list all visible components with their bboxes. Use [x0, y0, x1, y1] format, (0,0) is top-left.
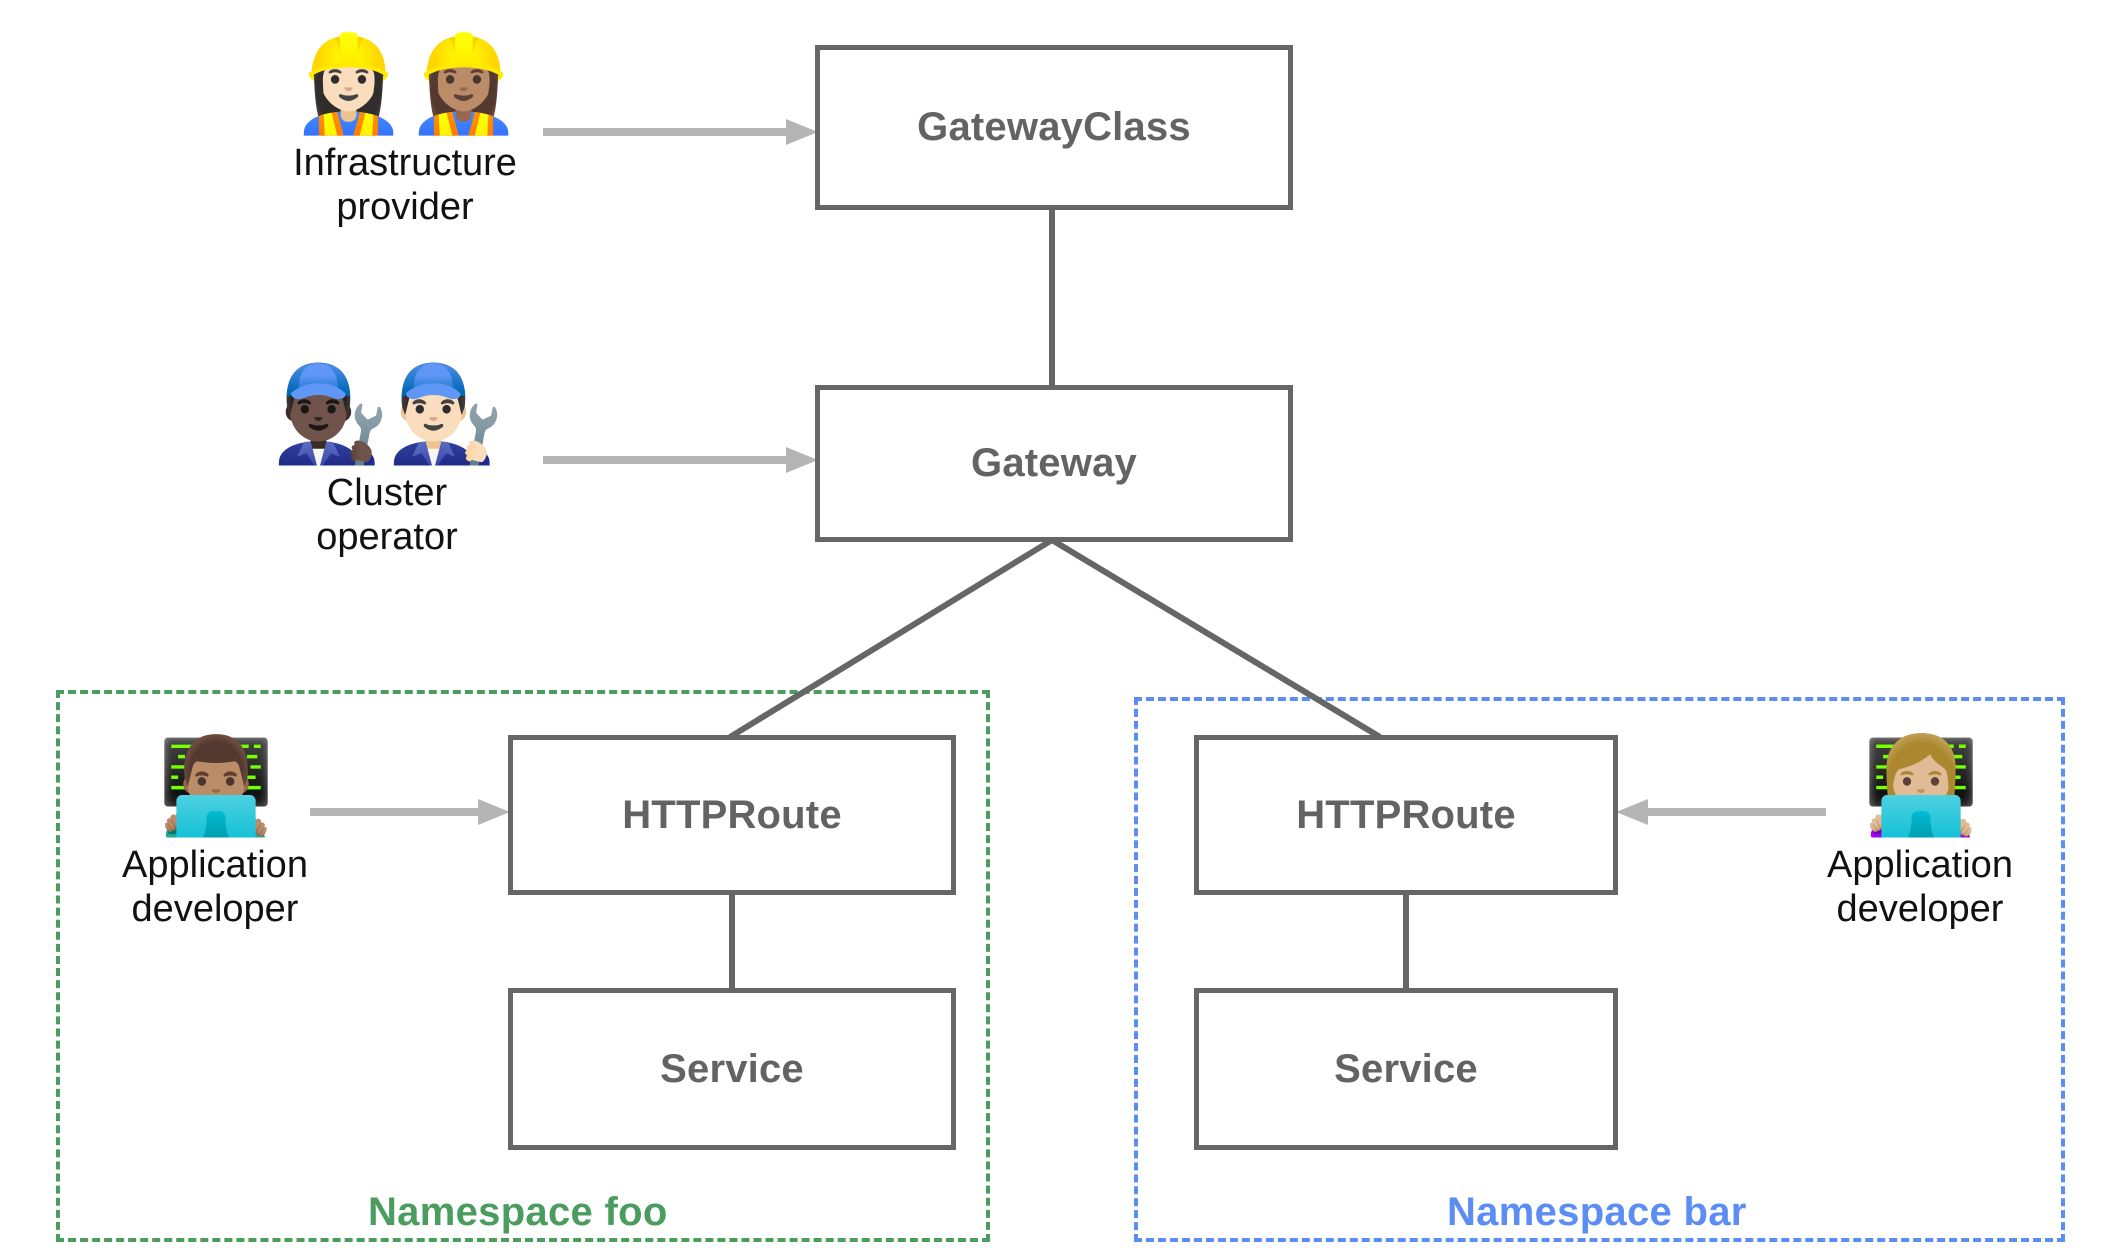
httproute-bar-label: HTTPRoute	[1296, 792, 1516, 837]
arrow-shaft	[543, 128, 790, 136]
woman-technologist-icon: 👩🏼‍💻	[1862, 732, 1979, 841]
woman-construction-worker-icon: 👷🏽‍♀️	[405, 30, 522, 139]
man-mechanic-icon: 👨🏿‍🔧	[271, 360, 389, 469]
arrow-infrastructure-provider-to-gatewayclass	[543, 117, 818, 147]
service-foo-label: Service	[660, 1046, 804, 1091]
application-developer-foo-emojis: 👨🏽‍💻	[157, 732, 274, 841]
arrow-shaft	[1644, 808, 1826, 816]
gatewayclass-box[interactable]: GatewayClass	[815, 45, 1293, 210]
application-developer-bar-emojis: 👩🏼‍💻	[1862, 732, 1979, 841]
namespace-foo-label: Namespace foo	[368, 1190, 668, 1234]
arrow-head-icon	[786, 447, 818, 473]
service-bar-label: Service	[1334, 1046, 1478, 1091]
gatewayclass-label: GatewayClass	[917, 105, 1191, 149]
httproute-foo-label: HTTPRoute	[622, 792, 842, 837]
gateway-label: Gateway	[971, 441, 1137, 485]
arrow-cluster-operator-to-gateway	[543, 445, 818, 475]
arrow-app-developer-to-httproute-foo	[310, 797, 510, 827]
arrow-shaft	[310, 808, 482, 816]
actor-application-developer-bar: 👩🏼‍💻 Application developer	[1810, 740, 2030, 931]
infrastructure-provider-emojis: 👷🏻‍♀️ 👷🏽‍♀️	[289, 30, 522, 139]
actor-infrastructure-provider: 👷🏻‍♀️ 👷🏽‍♀️ Infrastructure provider	[275, 38, 535, 229]
woman-construction-worker-icon: 👷🏻‍♀️	[289, 30, 407, 139]
connector-httproute-to-service-foo	[729, 890, 735, 993]
namespace-bar-label: Namespace bar	[1447, 1190, 1747, 1234]
connector-httproute-to-service-bar	[1403, 890, 1409, 993]
httproute-bar-box[interactable]: HTTPRoute	[1194, 735, 1618, 895]
infrastructure-provider-caption: Infrastructure provider	[293, 142, 517, 228]
service-foo-box[interactable]: Service	[508, 988, 956, 1150]
man-technologist-icon: 👨🏽‍💻	[157, 732, 274, 841]
arrow-head-icon	[478, 799, 510, 825]
arrow-shaft	[543, 456, 790, 464]
actor-application-developer-foo: 👨🏽‍💻 Application developer	[105, 740, 325, 931]
cluster-operator-caption: Cluster operator	[316, 472, 458, 558]
man-mechanic-icon: 👨🏻‍🔧	[387, 360, 504, 469]
actor-cluster-operator: 👨🏿‍🔧 👨🏻‍🔧 Cluster operator	[262, 368, 512, 559]
service-bar-box[interactable]: Service	[1194, 988, 1618, 1150]
namespace-bar-container	[1134, 697, 2065, 1242]
arrow-head-icon	[1616, 799, 1648, 825]
httproute-foo-box[interactable]: HTTPRoute	[508, 735, 956, 895]
application-developer-bar-caption: Application developer	[1827, 844, 2013, 930]
cluster-operator-emojis: 👨🏿‍🔧 👨🏻‍🔧	[271, 360, 504, 469]
arrow-head-icon	[786, 119, 818, 145]
application-developer-foo-caption: Application developer	[122, 844, 308, 930]
gateway-box[interactable]: Gateway	[815, 385, 1293, 542]
namespace-foo-container	[56, 690, 990, 1242]
arrow-app-developer-to-httproute-bar	[1616, 797, 1826, 827]
connector-gatewayclass-to-gateway	[1049, 205, 1055, 390]
